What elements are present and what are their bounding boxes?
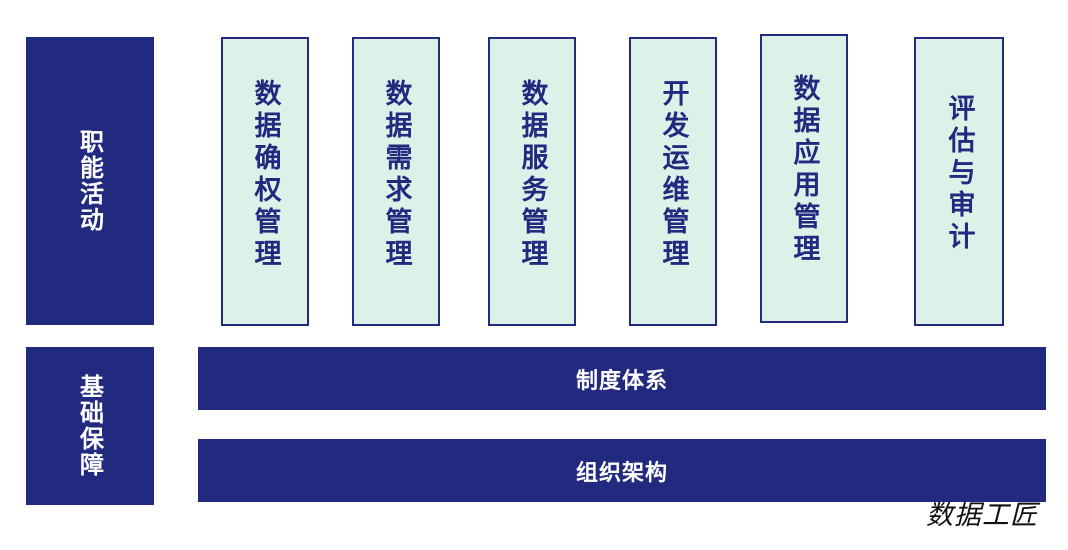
function-label: 数据需求管理 [380,79,412,271]
function-label: 数据确权管理 [249,79,281,271]
function-label: 数据应用管理 [788,74,820,266]
function-box-data-application: 数据应用管理 [760,34,848,323]
watermark-text: 数据工匠 [926,500,1038,531]
function-box-data-rights: 数据确权管理 [221,37,309,326]
function-label: 数据服务管理 [516,79,548,271]
foundation-category-label: 基础保障 [75,374,104,478]
function-box-evaluation-audit: 评估与审计 [914,37,1004,326]
system-bar-label: 制度体系 [575,368,668,394]
system-bar: 制度体系 [198,347,1046,410]
functions-category-label: 职能活动 [75,129,104,233]
function-label: 开发运维管理 [657,79,689,271]
function-box-dev-ops: 开发运维管理 [629,37,717,326]
function-box-data-service: 数据服务管理 [488,37,576,326]
foundation-category-block: 基础保障 [26,347,154,505]
function-box-data-demand: 数据需求管理 [352,37,440,326]
functions-category-block: 职能活动 [26,37,154,325]
function-label: 评估与审计 [943,94,975,254]
organization-bar-label: 组织架构 [575,460,668,486]
organization-bar: 组织架构 [198,439,1046,502]
